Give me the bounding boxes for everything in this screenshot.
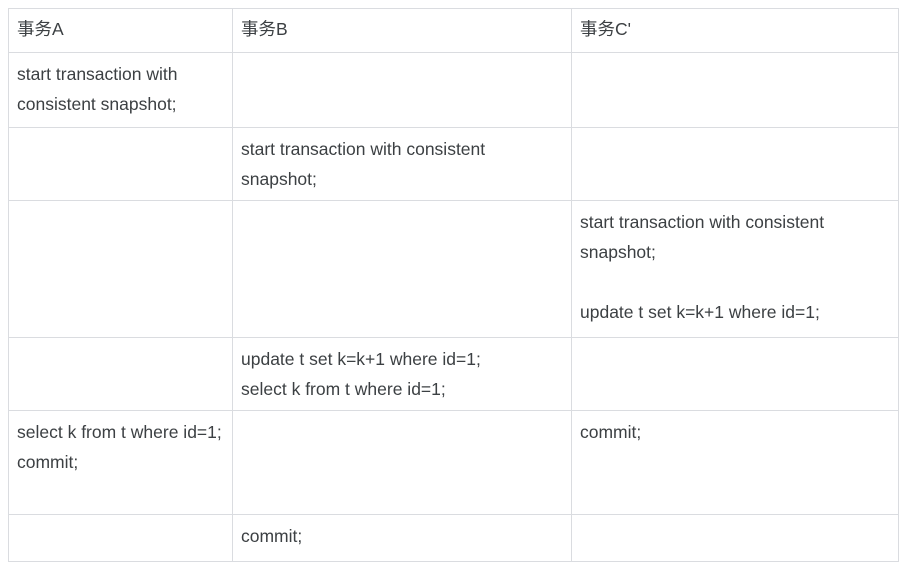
- table-cell-a: [8, 200, 233, 338]
- table-cell-b: [232, 52, 572, 128]
- table-row: commit;: [8, 514, 899, 562]
- table-row: update t set k=k+1 where id=1; select k …: [8, 337, 899, 411]
- cell-statement: update t set k=k+1 where id=1;: [580, 302, 820, 322]
- table-cell-c: [571, 127, 899, 201]
- column-header-transaction-a: 事务A: [8, 8, 233, 53]
- empty-cell-content: [580, 134, 890, 135]
- cell-statement: start transaction with consistent snapsh…: [580, 212, 830, 262]
- cell-statement: update t set k=k+1 where id=1; select k …: [241, 349, 481, 399]
- empty-cell-content: [241, 207, 563, 208]
- table-cell-a: start transaction with consistent snapsh…: [8, 52, 233, 128]
- table-cell-b: start transaction with consistent snapsh…: [232, 127, 572, 201]
- table-cell-a: select k from t where id=1; commit;: [8, 410, 233, 515]
- empty-cell-content: [17, 344, 224, 345]
- table-cell-a: [8, 514, 233, 562]
- table-row: start transaction with consistent snapsh…: [8, 127, 899, 201]
- cell-statement: start transaction with consistent snapsh…: [241, 139, 491, 189]
- cell-statement: select k from t where id=1; commit;: [17, 422, 222, 472]
- table-cell-a: [8, 127, 233, 201]
- table-cell-b: [232, 410, 572, 515]
- cell-statement: start transaction with consistent snapsh…: [17, 64, 183, 114]
- empty-cell-content: [580, 59, 890, 60]
- table-cell-b: [232, 200, 572, 338]
- table-cell-b: update t set k=k+1 where id=1; select k …: [232, 337, 572, 411]
- transaction-sequence-table: 事务A 事务B 事务C' start transaction with cons…: [8, 8, 899, 562]
- table-body: start transaction with consistent snapsh…: [8, 52, 899, 562]
- column-header-transaction-b: 事务B: [232, 8, 572, 53]
- empty-cell-content: [17, 521, 224, 522]
- empty-cell-content: [241, 417, 563, 418]
- table-header: 事务A 事务B 事务C': [8, 8, 899, 53]
- table-cell-c: [571, 52, 899, 128]
- empty-cell-content: [17, 207, 224, 208]
- empty-cell-content: [580, 344, 890, 345]
- empty-cell-content: [17, 134, 224, 135]
- table-cell-c: [571, 514, 899, 562]
- table-row: select k from t where id=1; commit; commi…: [8, 410, 899, 515]
- table-row: start transaction with consistent snapsh…: [8, 52, 899, 128]
- table-cell-a: [8, 337, 233, 411]
- transaction-sequence-table-container: 事务A 事务B 事务C' start transaction with cons…: [8, 8, 899, 562]
- table-header-row: 事务A 事务B 事务C': [8, 8, 899, 53]
- table-cell-b: commit;: [232, 514, 572, 562]
- cell-statement: commit;: [241, 526, 303, 546]
- table-row: start transaction with consistent snapsh…: [8, 200, 899, 338]
- table-cell-c: start transaction with consistent snapsh…: [571, 200, 899, 338]
- column-header-transaction-c: 事务C': [571, 8, 899, 53]
- table-cell-c: [571, 337, 899, 411]
- table-cell-c: commit;: [571, 410, 899, 515]
- cell-statement: commit;: [580, 422, 642, 442]
- empty-cell-content: [580, 521, 890, 522]
- empty-cell-content: [241, 59, 563, 60]
